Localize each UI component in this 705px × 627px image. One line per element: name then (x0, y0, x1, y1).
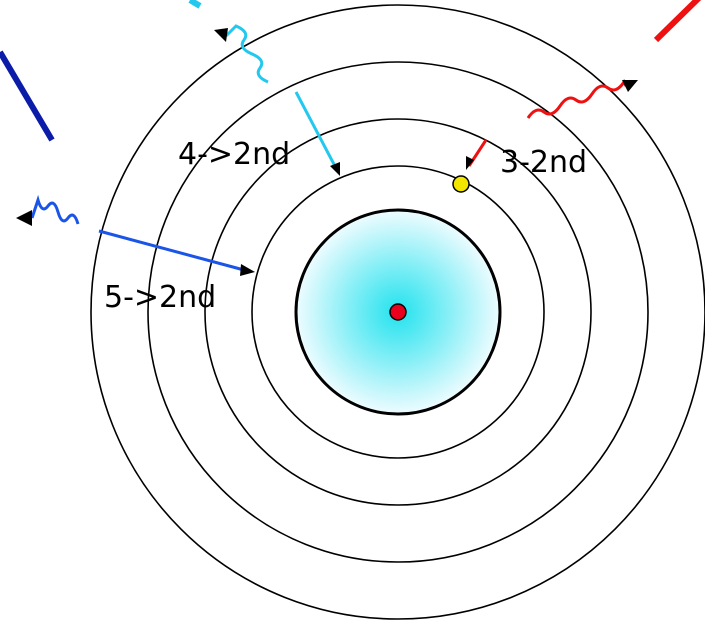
transition-3-2-label: 3-2nd (500, 145, 587, 180)
transition-3-2-photon-arrowhead-icon (622, 80, 638, 92)
transition-5-2-label: 5->2nd (104, 280, 216, 315)
distant-red-photon (653, 0, 702, 43)
orbit-4 (204, 118, 592, 506)
electron (452, 175, 470, 193)
transition-5-2-photon (30, 194, 80, 225)
transition-4-2-photon (224, 24, 269, 84)
transition-5-2: 5->2nd (16, 194, 255, 315)
distant-cyan-photon (188, 0, 202, 9)
orbit-3 (251, 165, 545, 459)
transition-3-2: 3-2nd (466, 79, 638, 180)
transition-4-2-photon-arrowhead-icon (214, 28, 228, 42)
transition-4-2-arrow (294, 91, 339, 171)
transition-4-2-arrowhead-icon (330, 162, 340, 176)
transition-3-2-photon (526, 79, 628, 119)
nucleus (389, 303, 407, 321)
transition-4-2: 4->2nd (178, 24, 340, 176)
transition-4-2-label: 4->2nd (178, 137, 290, 172)
transition-5-2-arrow (98, 229, 245, 272)
transition-5-2-photon-arrowhead-icon (16, 210, 32, 226)
transition-5-2-arrowhead-icon (240, 264, 255, 276)
distant-navy-photon (0, 50, 55, 142)
orbit-6 (90, 4, 705, 620)
orbit-5 (147, 61, 649, 563)
transition-3-2-arrowhead-icon (466, 156, 474, 170)
